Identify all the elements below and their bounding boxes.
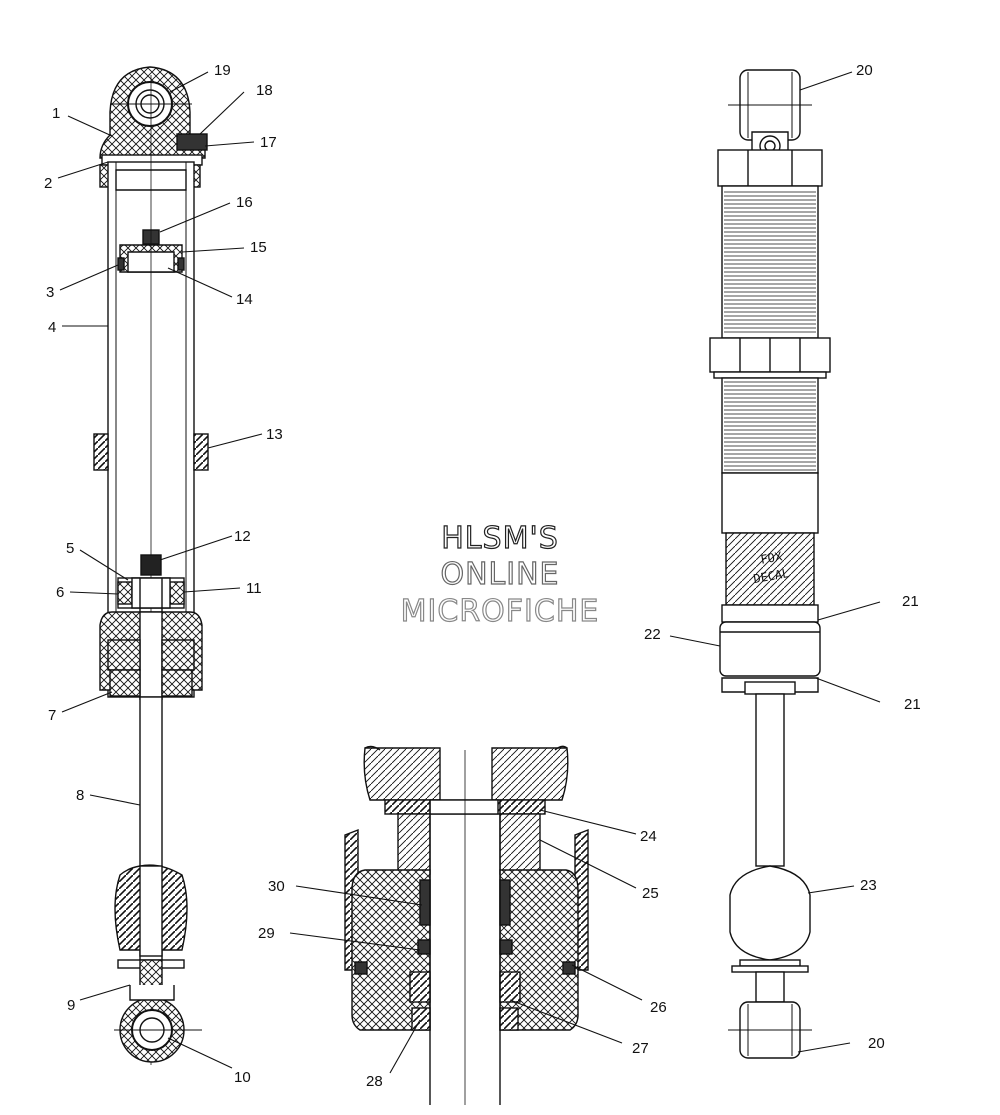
callout-7: 7 bbox=[48, 707, 56, 724]
spring-collar-right bbox=[193, 433, 209, 471]
callout-9: 9 bbox=[67, 997, 75, 1014]
callout-6: 6 bbox=[56, 584, 64, 601]
callout-2: 2 bbox=[44, 175, 52, 192]
callout-29: 29 bbox=[258, 925, 275, 942]
spring-collar-left bbox=[93, 433, 109, 471]
callout-8: 8 bbox=[76, 787, 84, 804]
threaded-body-lower bbox=[721, 377, 819, 474]
detail-bushing-left bbox=[397, 813, 431, 875]
callout-13: 13 bbox=[266, 426, 283, 443]
callout-23: 23 bbox=[860, 877, 877, 894]
sectioned-shock-view bbox=[93, 66, 209, 1065]
fox-decal-area bbox=[725, 532, 815, 606]
callout-26: 26 bbox=[650, 999, 667, 1016]
decal-label: FOX DECAL bbox=[752, 549, 790, 586]
callout-25: 25 bbox=[642, 885, 659, 902]
callout-24: 24 bbox=[640, 828, 657, 845]
callout-16: 16 bbox=[236, 194, 253, 211]
watermark-line-2: ONLINE bbox=[440, 557, 559, 592]
callout-27: 27 bbox=[632, 1040, 649, 1057]
leader-lines bbox=[57, 71, 881, 1074]
external-shock-view bbox=[709, 69, 831, 1059]
bottom-nut bbox=[139, 959, 163, 987]
callout-18: 18 bbox=[256, 82, 273, 99]
callout-15: 15 bbox=[250, 239, 267, 256]
plain-body bbox=[721, 472, 819, 534]
decal-line-1: FOX bbox=[759, 549, 784, 567]
callout-19: 19 bbox=[214, 62, 231, 79]
watermark-line-3: MICROFICHE bbox=[401, 594, 600, 629]
callout-14: 14 bbox=[236, 291, 253, 308]
callout-11: 11 bbox=[246, 580, 262, 597]
callout-20-top: 20 bbox=[856, 62, 873, 79]
decal-line-2: DECAL bbox=[752, 566, 790, 586]
detail-bushing-right bbox=[499, 813, 541, 875]
callout-28: 28 bbox=[366, 1073, 383, 1090]
bump-stop-external bbox=[729, 865, 811, 961]
valve-core bbox=[176, 133, 208, 151]
callout-17: 17 bbox=[260, 134, 277, 151]
callout-labels: 1 2 3 4 5 6 7 8 9 10 11 12 13 14 15 16 1… bbox=[44, 62, 921, 1090]
callout-30: 30 bbox=[268, 878, 285, 895]
callout-22: 22 bbox=[644, 626, 661, 643]
callout-20-bottom: 20 bbox=[868, 1035, 885, 1052]
callout-12: 12 bbox=[234, 528, 251, 545]
lower-body-ring bbox=[719, 621, 821, 677]
callout-3: 3 bbox=[46, 284, 54, 301]
callout-1: 1 bbox=[52, 105, 60, 122]
watermark-line-1: HLSM'S bbox=[441, 521, 559, 556]
watermark: HLSM'S ONLINE MICROFICHE bbox=[400, 520, 600, 629]
shaft-nut bbox=[140, 554, 162, 576]
callout-10: 10 bbox=[234, 1069, 251, 1086]
seal-head-detail-view bbox=[344, 745, 589, 1105]
threaded-body-upper bbox=[721, 185, 819, 339]
callout-21-lower: 21 bbox=[904, 696, 921, 713]
callout-21-upper: 21 bbox=[902, 593, 919, 610]
callout-4: 4 bbox=[48, 319, 56, 336]
callout-5: 5 bbox=[66, 540, 74, 557]
shaft-external bbox=[755, 693, 785, 867]
